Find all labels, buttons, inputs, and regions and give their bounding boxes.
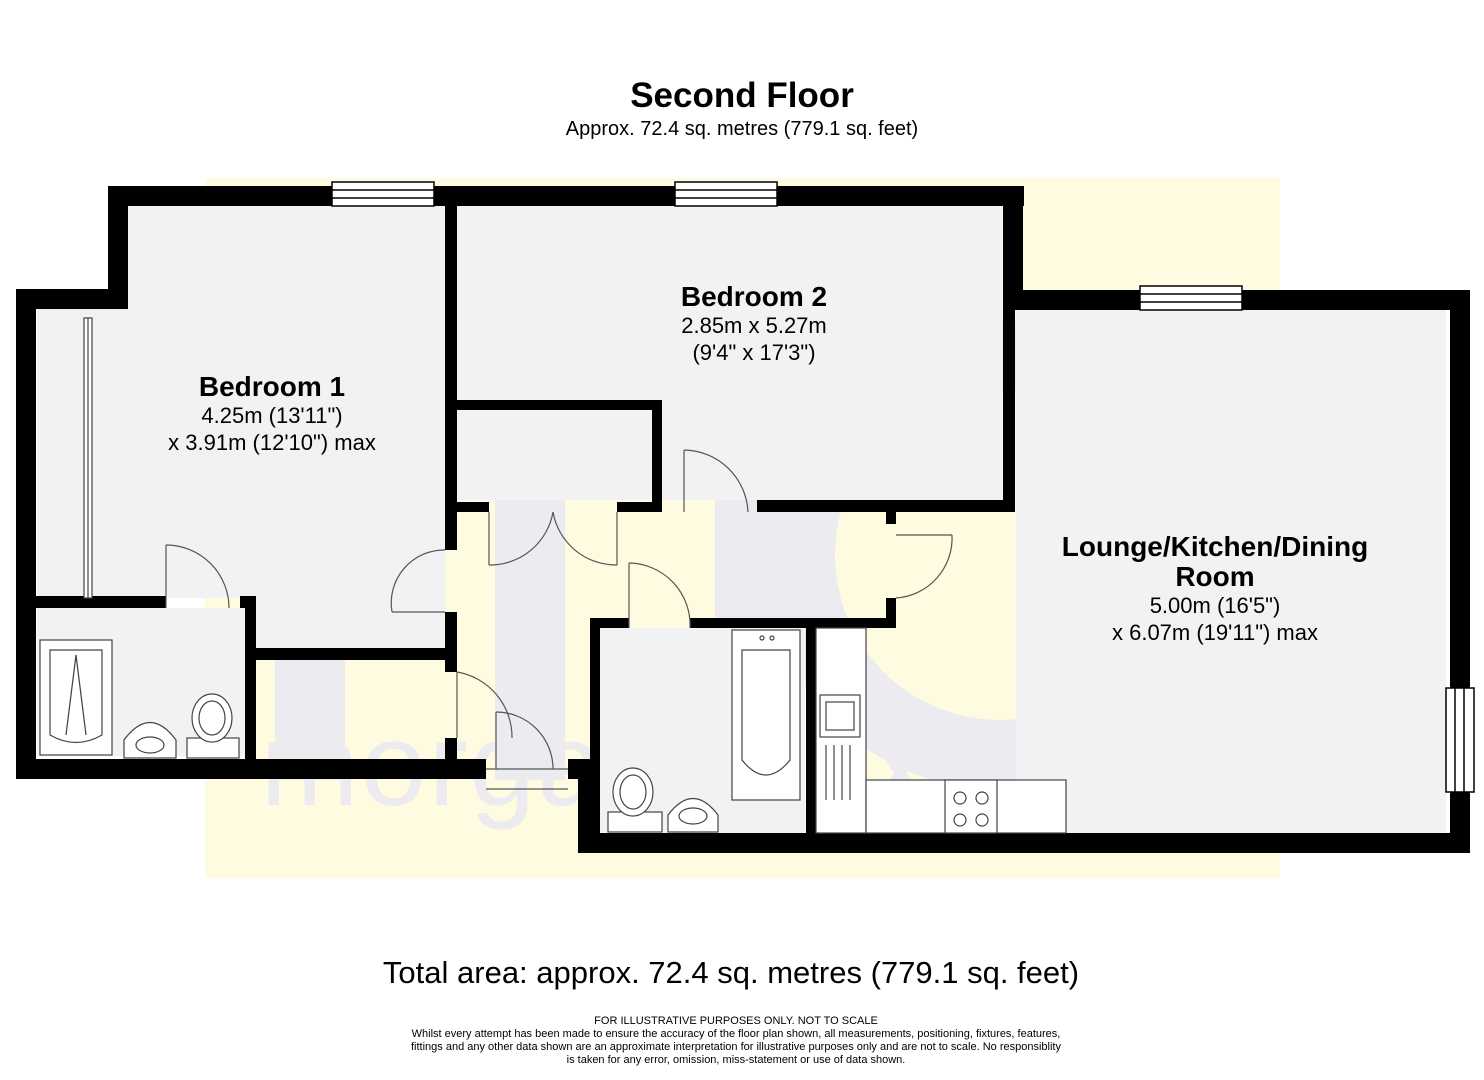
doors bbox=[165, 449, 953, 790]
room-dimension: 4.25m (13'11") bbox=[201, 403, 343, 428]
floor-area: Approx. 72.4 sq. metres (779.1 sq. feet) bbox=[565, 118, 919, 140]
wall bbox=[617, 502, 662, 512]
room-label-bedroom-2: Bedroom 2 2.85m x 5.27m (9'4" x 17'3") bbox=[604, 282, 904, 366]
disclaimer-line: Whilst every attempt has been made to en… bbox=[411, 1028, 1061, 1040]
wall bbox=[886, 598, 896, 628]
wall bbox=[1003, 186, 1023, 310]
wall bbox=[36, 596, 166, 608]
wall bbox=[599, 618, 629, 628]
hob bbox=[944, 779, 998, 834]
disclaimer-text: Whilst every attempt has been made to en… bbox=[0, 1028, 1472, 1067]
room-dimension: (9'4" x 17'3") bbox=[692, 340, 816, 365]
wall bbox=[886, 512, 896, 524]
bathroom-bath bbox=[731, 629, 801, 801]
wall bbox=[16, 759, 486, 779]
disclaimer-heading: FOR ILLUSTRATIVE PURPOSES ONLY. NOT TO S… bbox=[594, 1015, 878, 1027]
door-ensuite bbox=[165, 544, 230, 609]
bedroom-2-fill bbox=[457, 205, 1002, 500]
wall bbox=[445, 738, 457, 759]
ensuite-toilet bbox=[186, 693, 240, 759]
window-lounge-side bbox=[1445, 687, 1475, 793]
wall bbox=[445, 186, 457, 512]
lounge-fill bbox=[1016, 310, 1446, 835]
wall bbox=[652, 400, 662, 512]
windows bbox=[331, 181, 1475, 793]
fixtures bbox=[39, 317, 1067, 834]
bathroom-toilet bbox=[607, 767, 663, 833]
wall bbox=[16, 289, 36, 779]
total-area: Total area: approx. 72.4 sq. metres (779… bbox=[382, 955, 1080, 990]
wall bbox=[245, 596, 256, 759]
room-dimension: x 6.07m (19'11") max bbox=[1111, 620, 1318, 645]
ensuite-sink bbox=[123, 722, 177, 759]
disclaimer-line: fittings and any other data shown are an… bbox=[411, 1041, 1061, 1053]
room-dimension: x 3.91m (12'10") max bbox=[168, 430, 376, 455]
bedroom-1-fill bbox=[37, 205, 445, 648]
wall bbox=[690, 618, 890, 628]
wall bbox=[108, 186, 1024, 206]
door-entrance bbox=[456, 671, 568, 790]
wall bbox=[108, 186, 128, 306]
door-bathroom bbox=[628, 562, 691, 629]
room-dimension: 2.85m x 5.27m bbox=[681, 313, 827, 338]
room-name: Bedroom 1 bbox=[198, 371, 346, 402]
wall bbox=[578, 833, 1470, 853]
door-bedroom-1 bbox=[390, 549, 446, 613]
room-label-lounge: Lounge/Kitchen/Dining Room 5.00m (16'5")… bbox=[1015, 532, 1415, 646]
wall bbox=[457, 502, 489, 512]
bathroom-sink bbox=[667, 798, 719, 833]
window-bedroom-2 bbox=[674, 181, 778, 207]
door-cupboard bbox=[488, 511, 618, 566]
wall bbox=[590, 618, 600, 833]
window-bedroom-1 bbox=[331, 181, 435, 207]
wall bbox=[757, 500, 1015, 512]
room-name: Lounge/Kitchen/Dining bbox=[1061, 531, 1369, 562]
floor-title: Second Floor bbox=[630, 76, 854, 115]
wall bbox=[256, 648, 457, 660]
wall bbox=[806, 618, 816, 833]
disclaimer-line: is taken for any error, omission, miss-s… bbox=[566, 1054, 906, 1066]
kitchen-units bbox=[815, 627, 1067, 834]
wall bbox=[1003, 290, 1015, 512]
wardrobe bbox=[83, 317, 93, 599]
room-name: Room bbox=[1175, 561, 1255, 592]
room-dimension: 5.00m (16'5") bbox=[1149, 593, 1281, 618]
ensuite-bath bbox=[39, 639, 113, 756]
wall bbox=[445, 512, 457, 550]
door-bedroom-2 bbox=[683, 449, 749, 513]
window-lounge-top bbox=[1139, 285, 1243, 311]
room-label-bedroom-1: Bedroom 1 4.25m (13'11") x 3.91m (12'10"… bbox=[122, 372, 422, 456]
wall bbox=[457, 400, 662, 410]
wall bbox=[16, 289, 128, 309]
room-name: Bedroom 2 bbox=[680, 281, 828, 312]
door-lounge bbox=[895, 534, 953, 599]
wall bbox=[445, 612, 457, 672]
